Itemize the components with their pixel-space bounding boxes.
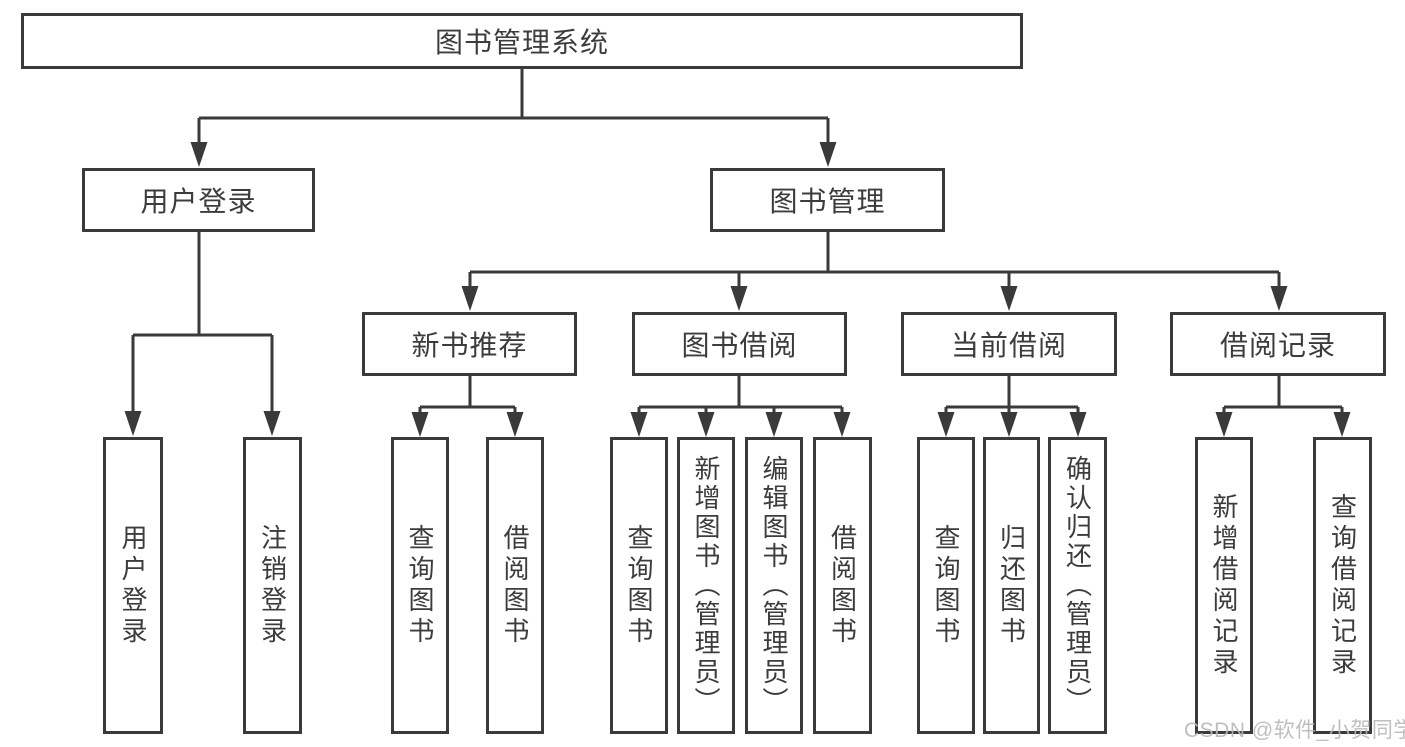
leaf-cb-return-books: 归还图书 xyxy=(983,437,1040,734)
leaf-bb-edit-books-admin: 编辑图书（管理员） xyxy=(745,437,803,734)
node-user-login: 用户登录 xyxy=(82,168,315,232)
connector-borrow-records-split xyxy=(1222,375,1344,413)
leaf-cb-query-books: 查询图书 xyxy=(917,437,975,734)
node-book-borrow: 图书借阅 xyxy=(632,312,847,376)
connector-book-borrow-split xyxy=(637,375,844,413)
leaf-bb-query-books: 查询图书 xyxy=(610,437,668,734)
connector-book-management-split xyxy=(468,232,1281,287)
leaf-nbr-query-books: 查询图书 xyxy=(391,437,449,734)
connector-root-split xyxy=(197,69,830,143)
connector-current-borrow-split xyxy=(944,375,1080,413)
leaf-br-query-record: 查询借阅记录 xyxy=(1313,437,1372,734)
leaf-user-login: 用户登录 xyxy=(103,437,163,734)
connector-user-login-split xyxy=(131,232,274,412)
arrowhead-icon xyxy=(411,412,524,437)
arrowhead-icon xyxy=(124,411,281,436)
leaf-bb-borrow-books: 借阅图书 xyxy=(813,437,872,734)
leaf-bb-add-books-admin: 新增图书（管理员） xyxy=(677,437,735,734)
arrowhead-icon xyxy=(630,412,851,437)
connector-new-book-recommend-split xyxy=(418,375,517,413)
leaf-cb-confirm-return-admin: 确认归还（管理员） xyxy=(1048,437,1107,734)
arrowhead-icon xyxy=(190,142,837,167)
csdn-watermark: CSDN @软件_小贺同学 xyxy=(1184,719,1405,742)
leaf-br-add-record: 新增借阅记录 xyxy=(1195,437,1253,734)
leaf-logout: 注销登录 xyxy=(243,437,302,734)
arrowhead-icon xyxy=(1215,412,1351,437)
arrowhead-icon xyxy=(937,412,1087,437)
node-root: 图书管理系统 xyxy=(21,13,1023,69)
node-new-book-recommend: 新书推荐 xyxy=(362,312,577,376)
node-book-management: 图书管理 xyxy=(710,168,945,232)
node-borrow-records: 借阅记录 xyxy=(1170,312,1386,376)
arrowhead-icon xyxy=(461,286,1288,311)
leaf-nbr-borrow-books: 借阅图书 xyxy=(486,437,544,734)
node-current-borrow: 当前借阅 xyxy=(901,312,1117,376)
